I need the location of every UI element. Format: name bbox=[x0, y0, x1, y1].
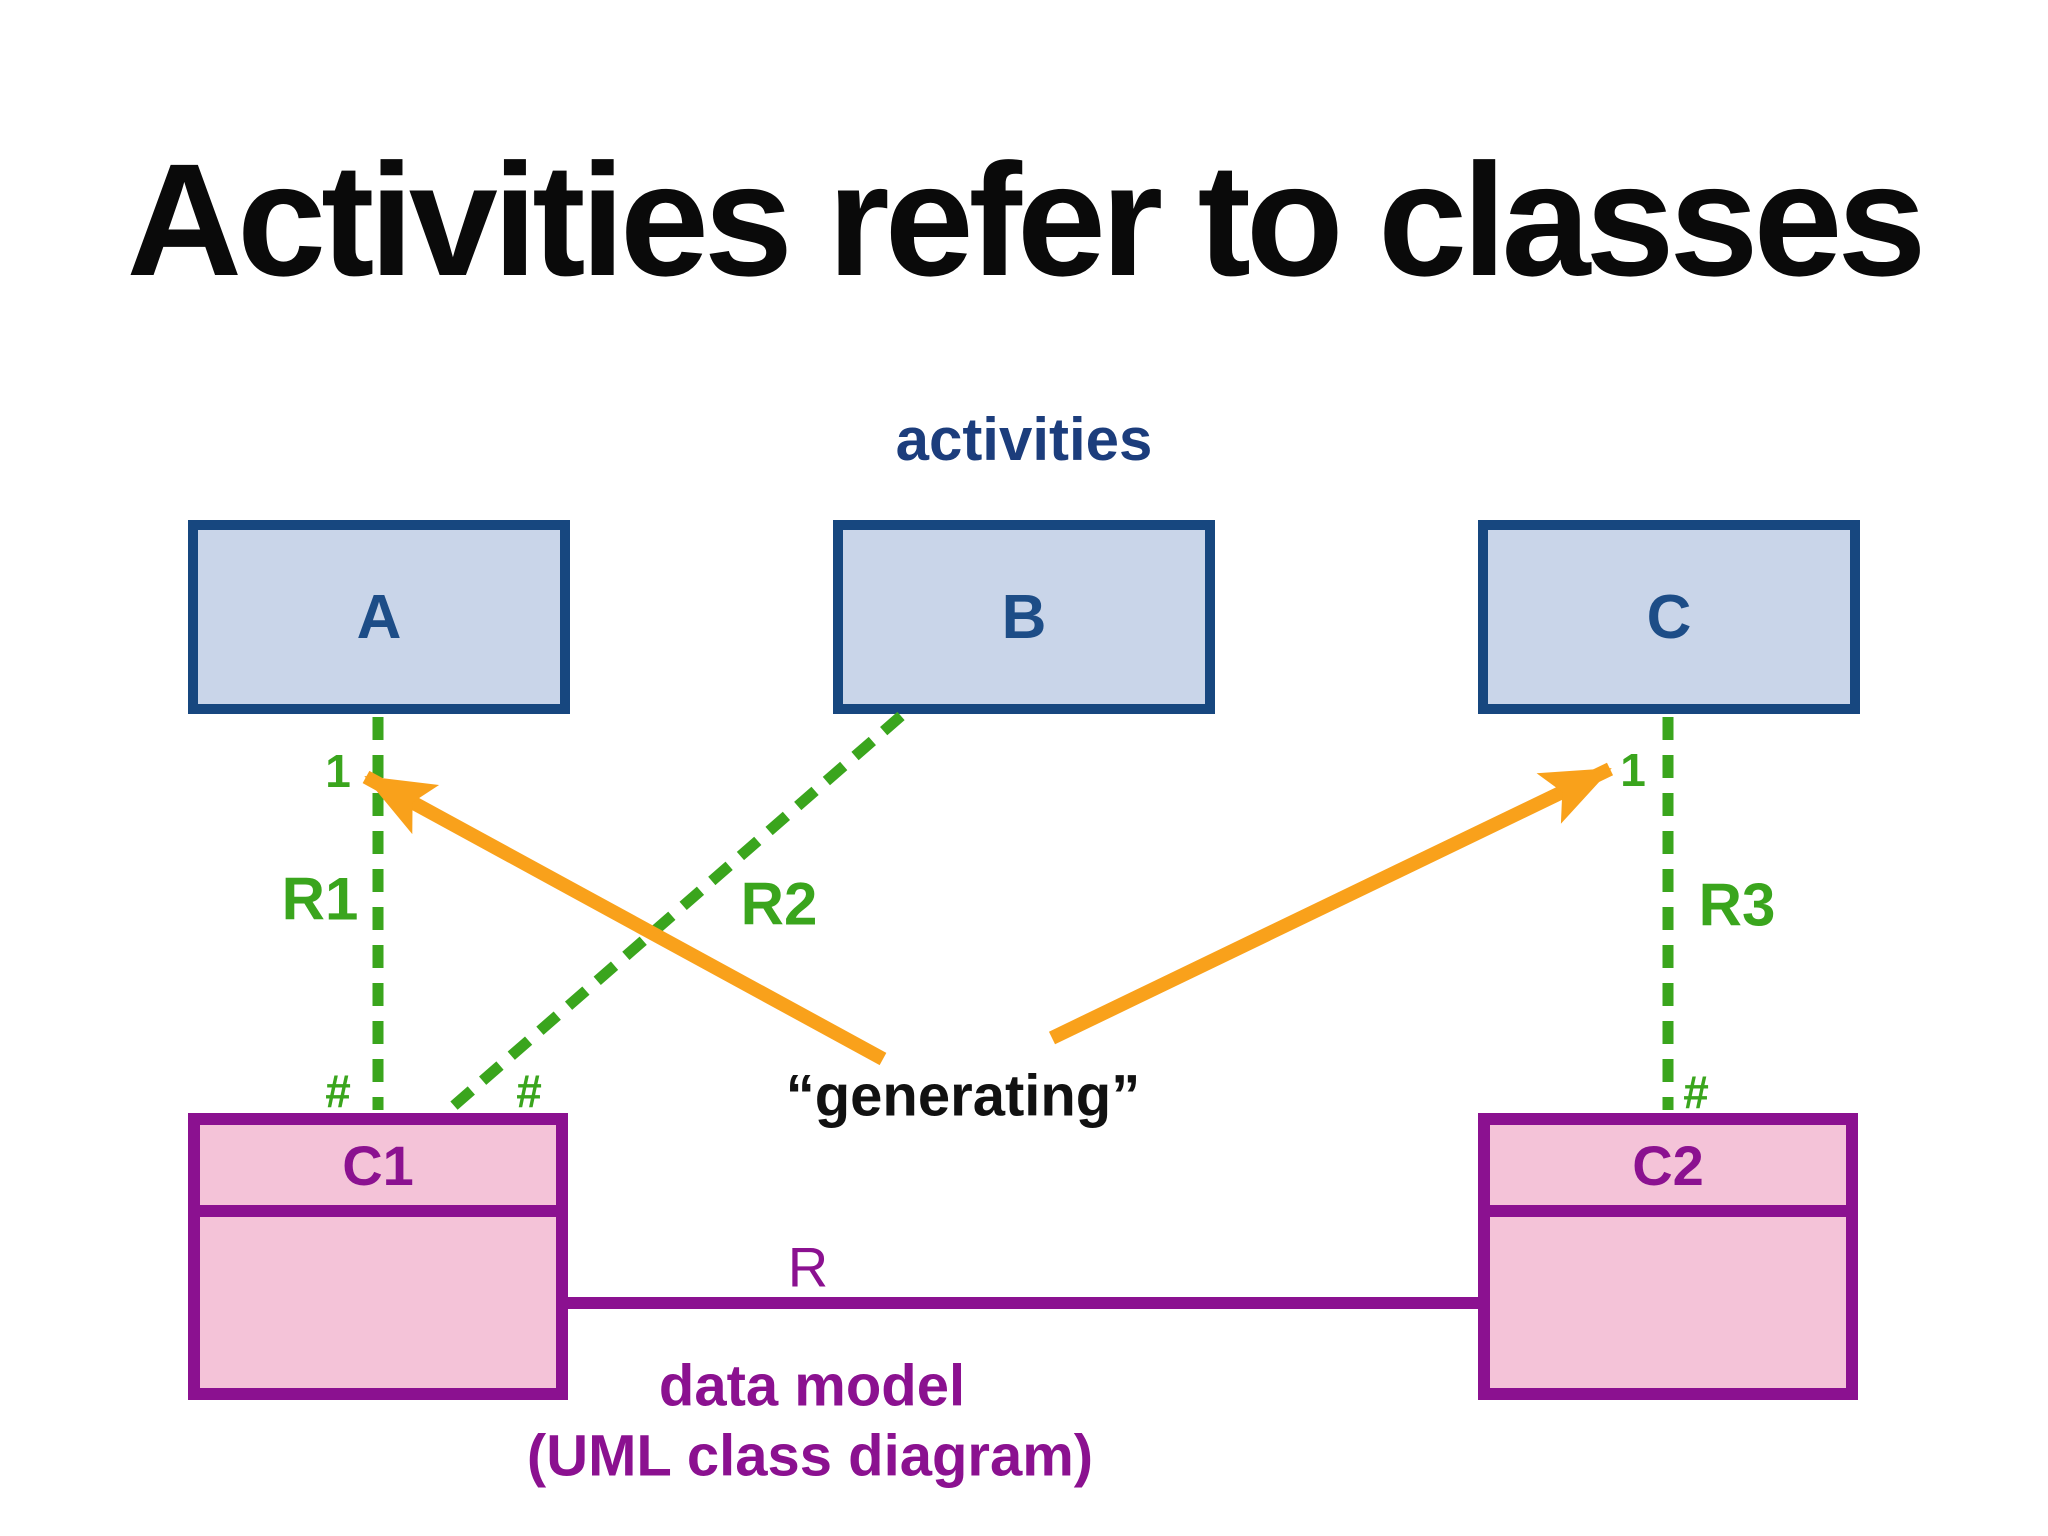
relation-r2-label: R2 bbox=[740, 870, 818, 938]
activity-box-b-label: B bbox=[1001, 582, 1047, 652]
activities-caption: activities bbox=[895, 406, 1153, 473]
cardinality-hash-r2: # bbox=[516, 1065, 542, 1117]
generating-label: “generating” bbox=[785, 1063, 1141, 1129]
class-box-c1-attributes bbox=[200, 1217, 556, 1388]
cardinality-hash-r1: # bbox=[325, 1065, 351, 1117]
activity-box-a: A bbox=[188, 520, 570, 714]
generating-arrow-to-c bbox=[1048, 762, 1614, 1045]
activity-box-a-label: A bbox=[356, 582, 402, 652]
class-box-c1-name: C1 bbox=[342, 1133, 414, 1197]
activity-box-c-label: C bbox=[1646, 582, 1692, 652]
relation-r3-label: R3 bbox=[1698, 871, 1776, 939]
class-box-c2-attributes bbox=[1490, 1217, 1846, 1388]
caption-uml-class-diagram: (UML class diagram) bbox=[526, 1423, 1094, 1489]
class-box-c1-header: C1 bbox=[200, 1125, 556, 1217]
cardinality-hash-r3: # bbox=[1683, 1066, 1709, 1118]
relation-r1-label: R1 bbox=[281, 865, 359, 933]
cardinality-one-r1: 1 bbox=[325, 745, 351, 797]
class-box-c1: C1 bbox=[188, 1113, 568, 1400]
association-r-label: R bbox=[787, 1235, 829, 1299]
caption-data-model: data model bbox=[658, 1353, 966, 1419]
cardinality-one-r3: 1 bbox=[1620, 744, 1646, 796]
slide-title: Activities refer to classes bbox=[126, 130, 1927, 309]
activity-box-b: B bbox=[833, 520, 1215, 714]
class-box-c2: C2 bbox=[1478, 1113, 1858, 1400]
activity-box-c: C bbox=[1478, 520, 1860, 714]
relation-r2-line bbox=[445, 711, 905, 1115]
class-box-c2-header: C2 bbox=[1490, 1125, 1846, 1217]
class-box-c2-name: C2 bbox=[1632, 1133, 1704, 1197]
